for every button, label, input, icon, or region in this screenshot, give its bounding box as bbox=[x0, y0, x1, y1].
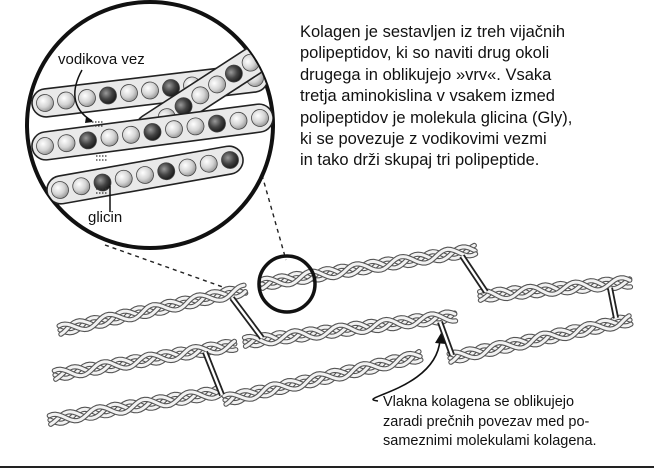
description-line: tretja aminokislina v vsakem izmed bbox=[300, 86, 650, 107]
collagen-molecule bbox=[261, 245, 475, 288]
description-line: Kolagen je sestavljen iz treh vijačnih bbox=[300, 22, 650, 43]
fiber-caption: Vlakna kolagena se oblikujejo zaradi pre… bbox=[383, 393, 653, 452]
description-line: in tako drži skupaj tri polipeptide. bbox=[300, 150, 650, 171]
glycine-label: glicin bbox=[88, 209, 122, 226]
fiber-caption-line: Vlakna kolagena se oblikujejo bbox=[383, 393, 653, 413]
fiber-caption-line: zaradi prečnih povezav med po- bbox=[383, 413, 653, 433]
collagen-molecule bbox=[449, 316, 631, 362]
cross-link bbox=[462, 256, 486, 292]
bottom-rule bbox=[0, 466, 654, 468]
collagen-description: Kolagen je sestavljen iz treh vijačnih p… bbox=[300, 22, 650, 172]
description-line: ki se povezuje z vodikovimi vezmi bbox=[300, 129, 650, 150]
hydrogen-bond-label: vodikova vez bbox=[58, 51, 145, 68]
collagen-molecule bbox=[49, 387, 220, 424]
zoom-circle: vodikova vez glicin bbox=[27, 2, 275, 248]
cross-link bbox=[610, 288, 616, 318]
description-line: drugega in oblikujejo »vrv«. Vsaka bbox=[300, 65, 650, 86]
description-line: polipeptidov, ki so naviti drug okoli bbox=[300, 43, 650, 64]
description-line: polipeptidov je molekula glicina (Gly), bbox=[300, 108, 650, 129]
cross-link bbox=[232, 298, 262, 338]
fiber-caption-line: sameznimi molekulami kolagena. bbox=[383, 432, 653, 452]
collagen-molecule bbox=[59, 285, 246, 334]
collagen-molecule bbox=[245, 312, 456, 346]
